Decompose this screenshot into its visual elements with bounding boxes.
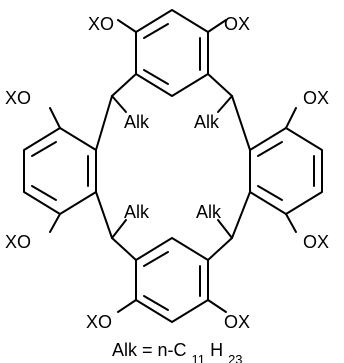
bridge-top-left-bond-1 [111, 73, 137, 97]
substituent-top-right-label: OX [224, 14, 250, 34]
bridge-bottom-left-bond-2 [111, 237, 137, 261]
oxygen-bond-left-lower [49, 213, 61, 233]
bridge-top-left-bond-2 [95, 95, 113, 151]
bridge-top-right-bond-1 [207, 73, 233, 97]
alkyl-bottom-left-label: Alk [124, 202, 150, 222]
oxygen-bond-bottom-right [207, 299, 227, 313]
top-ring-inner-bond-3 [143, 69, 169, 85]
oxygen-bond-right-lower [285, 213, 297, 233]
caption-lhs: Alk = n-C [112, 340, 187, 360]
alkyl-top-right-label: Alk [194, 112, 220, 132]
bottom-ring-inner-bond-1 [143, 251, 169, 267]
substituent-left-upper-label: XO [5, 88, 31, 108]
left-aromatic-ring [23, 127, 97, 215]
oxygen-bond-top-left [117, 19, 137, 33]
caption-subscript-hydrogen: 23 [228, 352, 242, 363]
caption-hydrogen: H [210, 340, 223, 360]
oxygen-bond-bottom-left [117, 299, 137, 313]
left-ring-inner-bond-1 [31, 141, 57, 157]
alkyl-bond-bottom-right [217, 219, 233, 239]
substituent-bottom-left-label: XO [86, 312, 112, 332]
substituent-bottom-right-label: OX [224, 312, 250, 332]
alkyl-bond-bottom-left [111, 219, 127, 239]
bottom-ring-inner-bond-3 [143, 295, 169, 311]
bridge-bottom-right-bond-1 [231, 191, 251, 239]
bond-layer [23, 9, 323, 323]
oxygen-bond-right-upper [285, 107, 297, 129]
top-ring-inner-bond-1 [143, 23, 169, 39]
alkyl-definition-caption: Alk = n-C 11 H 23 [112, 340, 243, 363]
right-aromatic-ring [249, 127, 323, 215]
oxygen-bond-left-upper [49, 107, 61, 129]
atom-label-layer: XO OX XO XO OX OX XO OX Alk Alk Alk Alk … [5, 14, 329, 363]
bottom-aromatic-ring [135, 237, 209, 323]
left-ring-inner-bond-3 [31, 185, 57, 201]
top-aromatic-ring [135, 9, 209, 97]
substituent-right-lower-label: OX [303, 232, 329, 252]
bridge-bottom-right-bond-2 [207, 237, 233, 261]
alkyl-bond-top-right [217, 95, 233, 113]
right-ring-inner-bond-1 [257, 141, 283, 157]
substituent-left-lower-label: XO [5, 232, 31, 252]
bridge-top-right-bond-2 [231, 95, 251, 151]
substituent-top-left-label: XO [88, 14, 114, 34]
alkyl-top-left-label: Alk [124, 112, 150, 132]
alkyl-bond-top-left [111, 95, 127, 113]
alkyl-bottom-right-label: Alk [196, 202, 222, 222]
caption-subscript-carbon: 11 [192, 352, 206, 363]
substituent-right-upper-label: OX [303, 88, 329, 108]
bridge-bottom-left-bond-1 [95, 191, 113, 239]
right-ring-inner-bond-3 [257, 185, 283, 201]
oxygen-bond-top-right [207, 19, 227, 33]
